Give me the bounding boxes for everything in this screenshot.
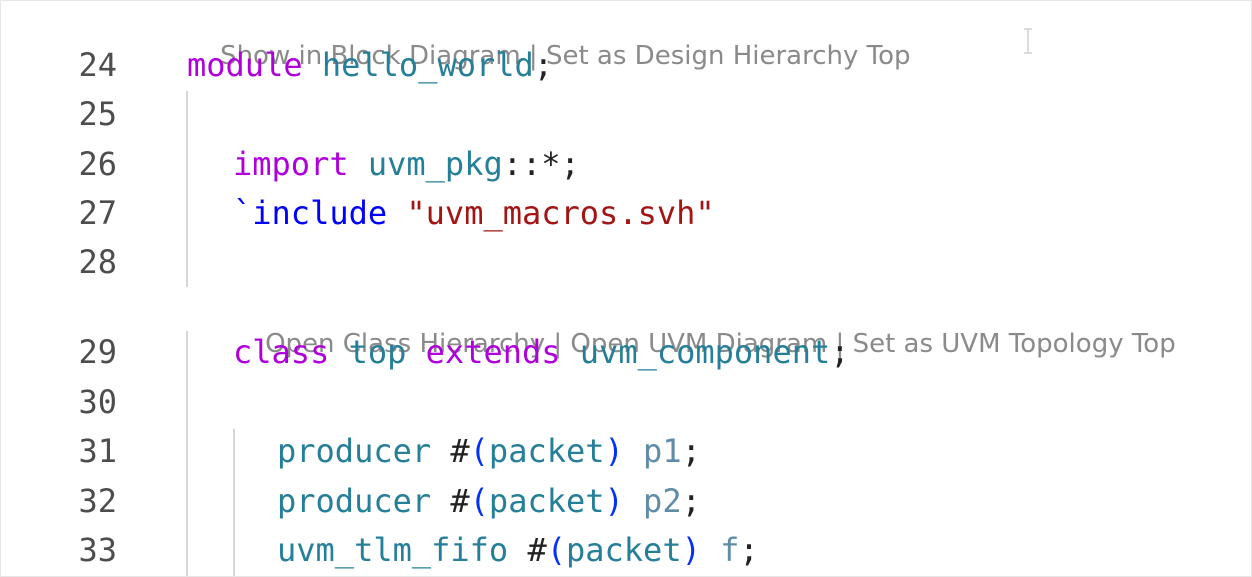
type-name: producer [277, 432, 432, 470]
keyword-import: import [233, 145, 349, 183]
semicolon: ; [739, 531, 759, 569]
param-hash: # [527, 531, 547, 569]
set-design-hierarchy-top-link[interactable]: Set as Design Hierarchy Top [545, 41, 911, 71]
include-path-string: "uvm_macros.svh" [406, 194, 715, 232]
line-number-gutter: 24 25 26 27 28 29 30 31 32 33 [1, 1, 151, 576]
indent-guide [186, 331, 188, 576]
param-type: packet [565, 531, 682, 569]
instance-name: p2 [643, 482, 682, 520]
param-hash: # [450, 432, 470, 470]
semicolon: ; [681, 482, 701, 520]
line-number: 26 [78, 145, 117, 183]
line-number: 31 [78, 432, 117, 470]
indent-guide [186, 91, 188, 287]
scope-wildcard: ::*; [502, 145, 580, 183]
codelens-separator: | [545, 329, 571, 359]
open-uvm-diagram-link[interactable]: Open UVM Diagram [570, 329, 828, 359]
open-paren: ( [546, 531, 566, 569]
class-codelens: Open Class Hierarchy | Open UVM Diagram … [232, 293, 1176, 359]
close-paren: ) [681, 531, 701, 569]
semicolon: ; [830, 333, 850, 371]
open-paren: ( [469, 482, 489, 520]
indent-guide [233, 429, 235, 576]
line-number: 32 [78, 482, 117, 520]
line-number: 25 [78, 95, 117, 133]
include-directive: `include [233, 194, 388, 232]
type-name: producer [277, 482, 432, 520]
param-hash: # [450, 482, 470, 520]
instance-name: p1 [643, 432, 682, 470]
module-name: hello_world [321, 46, 534, 84]
ibeam-cursor-icon [1024, 28, 1032, 54]
open-class-hierarchy-link[interactable]: Open Class Hierarchy [265, 329, 546, 359]
line-number: 28 [78, 243, 117, 281]
line-number: 30 [78, 383, 117, 421]
codelens-separator: | [827, 329, 853, 359]
line-number: 24 [78, 46, 117, 84]
code-line-26[interactable]: import uvm_pkg::*; [233, 139, 580, 189]
codelens-separator: | [520, 41, 546, 71]
module-codelens: Show in Block Diagram | Set as Design Hi… [187, 5, 910, 71]
line-number: 29 [78, 333, 117, 371]
keyword-module: module [187, 46, 303, 84]
set-uvm-topology-top-link[interactable]: Set as UVM Topology Top [852, 329, 1176, 359]
close-paren: ) [604, 432, 624, 470]
line-number: 27 [78, 194, 117, 232]
keyword-extends: extends [425, 333, 561, 371]
open-paren: ( [469, 432, 489, 470]
package-name: uvm_pkg [367, 145, 503, 183]
code-line-33[interactable]: uvm_tlm_fifo #(packet) f; [277, 525, 759, 575]
code-line-32[interactable]: producer #(packet) p2; [277, 476, 701, 526]
semicolon: ; [681, 432, 701, 470]
code-line-31[interactable]: producer #(packet) p1; [277, 426, 701, 476]
param-type: packet [488, 482, 605, 520]
class-name: top [348, 333, 407, 371]
semicolon: ; [533, 46, 554, 84]
show-in-block-diagram-link[interactable]: Show in Block Diagram [220, 41, 521, 71]
code-line-27[interactable]: `include "uvm_macros.svh" [233, 188, 715, 238]
keyword-class: class [233, 333, 330, 371]
instance-name: f [720, 531, 740, 569]
close-paren: ) [604, 482, 624, 520]
code-line-24[interactable]: module hello_world; [187, 40, 553, 90]
line-number: 33 [78, 531, 117, 569]
param-type: packet [488, 432, 605, 470]
type-name: uvm_tlm_fifo [277, 531, 509, 569]
code-line-29[interactable]: class top extends uvm_component; [233, 327, 850, 377]
base-class-name: uvm_component [579, 333, 831, 371]
